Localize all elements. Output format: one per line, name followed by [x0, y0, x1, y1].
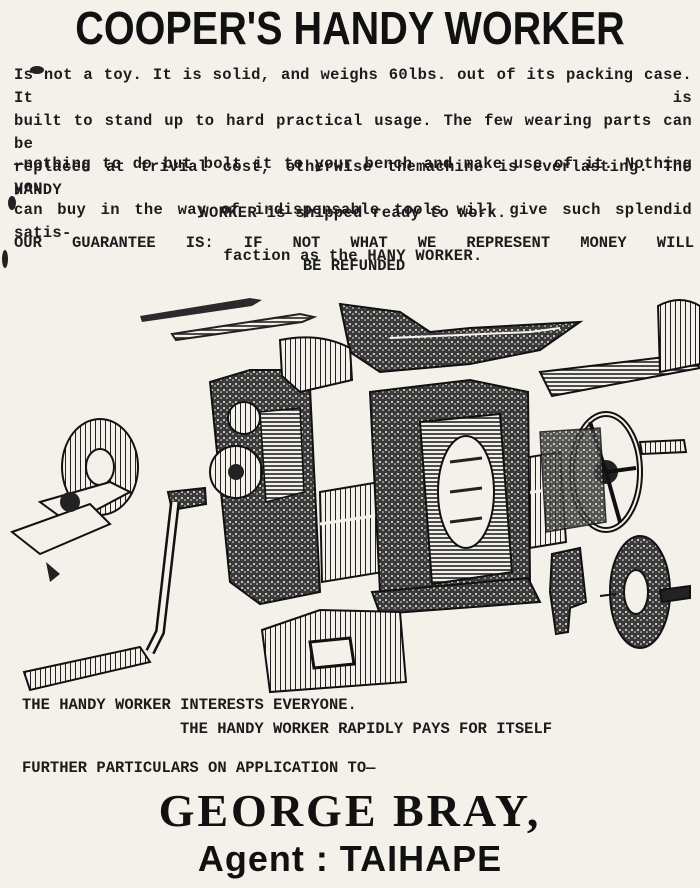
- bracket-part: [548, 546, 588, 636]
- ink-speck: [30, 66, 44, 74]
- handwheel: [539, 411, 688, 533]
- guarantee-line-1: OUR GUARANTEE IS: IF NOT WHAT WE REPRESE…: [14, 234, 694, 252]
- guarantee-line-2: BE REFUNDED: [302, 257, 406, 275]
- paragraph-2: —nothing to do but bolt it to your bench…: [14, 153, 692, 268]
- paragraph-1-line-1: Is not a toy. It is solid, and weighs 60…: [14, 66, 692, 107]
- drill-bit-2: [170, 312, 318, 342]
- paragraph-2-center-line: faction as the HANY WORKER.: [223, 247, 483, 265]
- paragraph-1-center-line: WORKER is shipped ready to work.: [199, 204, 507, 222]
- drill-bit-1: [140, 298, 262, 322]
- plank-part: [538, 299, 700, 398]
- grinder-wheel: [9, 418, 139, 582]
- buffing-wheel: [599, 535, 691, 649]
- machine-main-body: [208, 336, 354, 606]
- paragraph-2-line-2: can buy in the way of indispensable tool…: [14, 201, 692, 242]
- central-housing: [368, 378, 542, 616]
- machine-illustration: [9, 298, 700, 694]
- headline: COOPER'S HANDY WORKER: [75, 2, 625, 54]
- guarantee-statement: OUR GUARANTEE IS: IF NOT WHAT WE REPRESE…: [14, 232, 694, 278]
- paragraph-1: Is not a toy. It is solid, and weighs 60…: [14, 64, 692, 225]
- paragraph-1-line-3: replaced at trivial cost, otherwise them…: [14, 158, 692, 199]
- caption-interests: THE HANDY WORKER INTERESTS EVERYONE.: [22, 696, 357, 714]
- paragraph-2-line-1: —nothing to do but bolt it to your bench…: [14, 155, 692, 196]
- ink-speck: [2, 250, 8, 268]
- caption-pays-for-itself: THE HANDY WORKER RAPIDLY PAYS FOR ITSELF: [180, 720, 553, 738]
- paragraph-1-line-2: built to stand up to hard practical usag…: [14, 112, 692, 153]
- anvil-part: [338, 302, 584, 374]
- agent-name: GEORGE BRAY,: [158, 785, 542, 836]
- crank-handle: [22, 486, 208, 692]
- ink-speck: [8, 196, 16, 210]
- agent-location: Agent : TAIHAPE: [197, 838, 503, 879]
- gear-box-part: [260, 608, 408, 694]
- further-particulars: FURTHER PARTICULARS ON APPLICATION TO—: [22, 759, 376, 777]
